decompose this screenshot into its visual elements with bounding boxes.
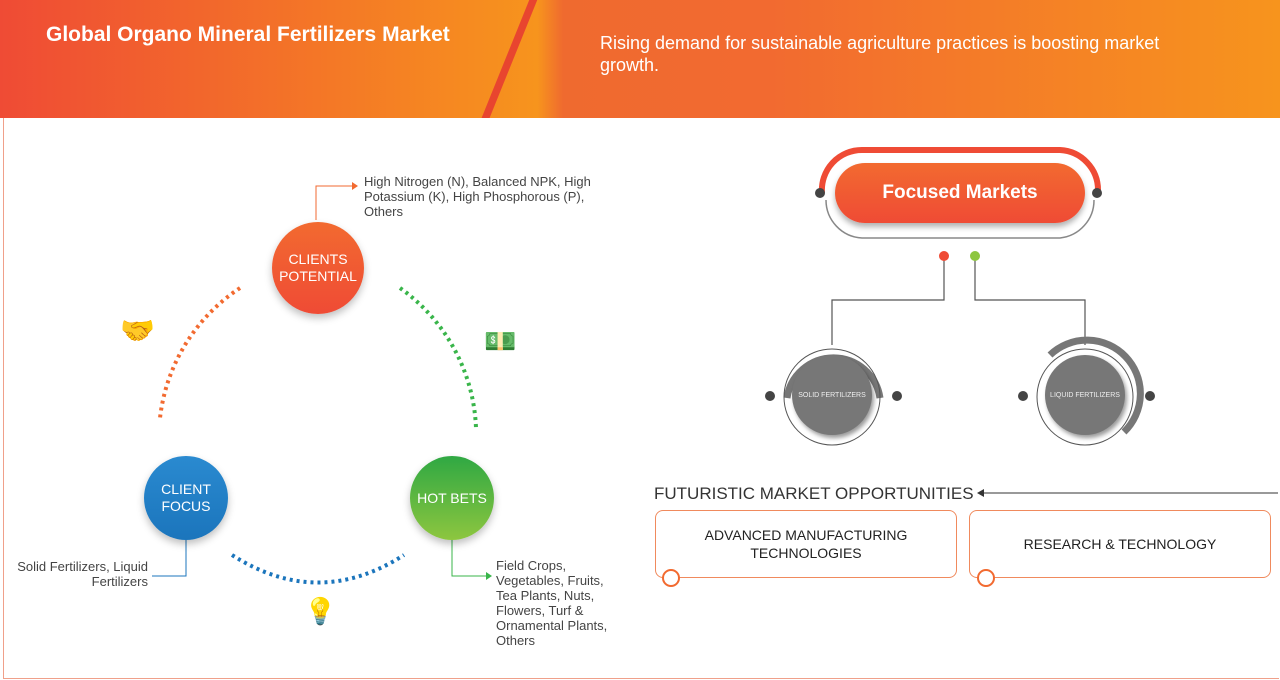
dot [1145, 391, 1155, 401]
page-title: Global Organo Mineral Fertilizers Market [46, 23, 450, 46]
client-focus-note: Solid Fertilizers, Liquid Fertilizers [17, 559, 148, 589]
solid-fertilizers-circle: SOLID FERTILIZERS [792, 355, 872, 435]
page-subtitle: Rising demand for sustainable agricultur… [600, 33, 1160, 75]
dot [892, 391, 902, 401]
opportunity-box: RESEARCH & TECHNOLOGY [969, 510, 1271, 578]
futuristic-title: FUTURISTIC MARKET OPPORTUNITIES [654, 484, 974, 503]
opportunity-label: ADVANCED MANUFACTURING TECHNOLOGIES [704, 527, 908, 561]
liquid-fertilizers-circle: LIQUID FERTILIZERS [1045, 355, 1125, 435]
dot [765, 391, 775, 401]
arc-green [398, 286, 478, 429]
hot-bets-circle: HOT BETS [410, 456, 494, 540]
handshake-icon: 🤝 [120, 315, 155, 346]
dot-green [970, 251, 980, 261]
focused-markets-title: Focused Markets [835, 163, 1085, 223]
box-marker [662, 569, 680, 587]
clients-potential-note: High Nitrogen (N), Balanced NPK, High Po… [364, 174, 591, 219]
dot-red [939, 251, 949, 261]
lightbulb-icon: 💡 [304, 596, 337, 626]
arc-blue [230, 553, 406, 585]
box-marker [977, 569, 995, 587]
clients-potential-circle: CLIENTS POTENTIAL [272, 222, 364, 314]
opportunity-box: ADVANCED MANUFACTURING TECHNOLOGIES [655, 510, 957, 578]
header-banner: Global Organo Mineral Fertilizers Market… [0, 0, 1280, 118]
arc-orange [158, 286, 242, 419]
dot [815, 188, 825, 198]
money-hand-icon: 💵 [484, 326, 517, 356]
content-frame [3, 118, 1279, 679]
dot [1092, 188, 1102, 198]
hot-bets-note: Field Crops, Vegetables, Fruits, Tea Pla… [496, 558, 608, 648]
opportunity-label: RESEARCH & TECHNOLOGY [1023, 536, 1217, 552]
dot [1018, 391, 1028, 401]
client-focus-circle: CLIENT FOCUS [144, 456, 228, 540]
